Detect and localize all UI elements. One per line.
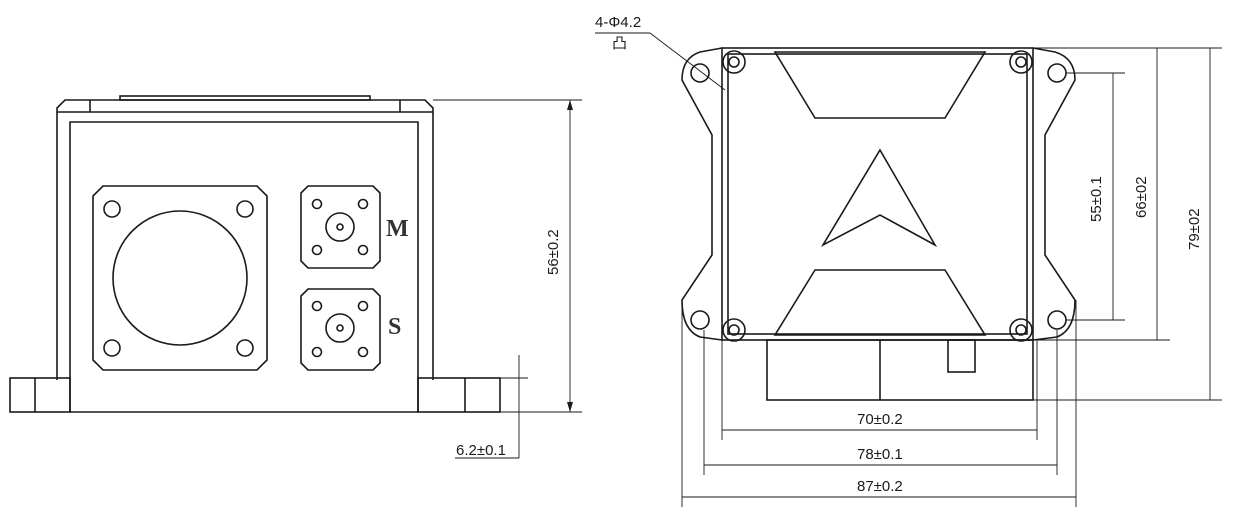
housing-body: [69, 121, 419, 413]
left-foot: [9, 377, 71, 413]
top-rail: [119, 95, 371, 101]
corner-screws: [722, 50, 1033, 342]
main-connector-flange: [92, 185, 268, 371]
housing-outline: [56, 99, 434, 380]
dim-78: 78±0.1: [857, 446, 903, 463]
dim-foot: 6.2±0.1: [456, 442, 506, 459]
label-s: S: [388, 314, 401, 340]
direction-arrow-icon: [820, 148, 938, 248]
hole-callout-sub: 凸: [612, 35, 627, 52]
right-foot: [417, 377, 501, 413]
top-view: 4-Φ4.2 凸 55±0.1 66±02 79±02 70±0.2 78±0.…: [595, 14, 1222, 507]
connector-block: [766, 339, 1034, 401]
main-connector: [112, 210, 248, 346]
top-recess: [773, 51, 987, 119]
dim-66: 66±02: [1133, 176, 1150, 218]
dim-79: 79±02: [1186, 208, 1203, 250]
label-m: M: [386, 216, 409, 242]
connector-m: [300, 185, 381, 269]
dim-55: 55±0.1: [1088, 176, 1105, 222]
housing-top: [721, 47, 1034, 341]
dim-87: 87±0.2: [857, 478, 903, 495]
connector-s: [300, 288, 381, 371]
mount-flange: [681, 47, 1076, 341]
front-view: M S 56±0.2 6.2±0.1: [9, 95, 582, 459]
dim-70: 70±0.2: [857, 411, 903, 428]
dim-height: 56±0.2: [545, 229, 562, 275]
hole-callout: 4-Φ4.2: [595, 14, 641, 31]
bottom-recess: [773, 269, 987, 336]
